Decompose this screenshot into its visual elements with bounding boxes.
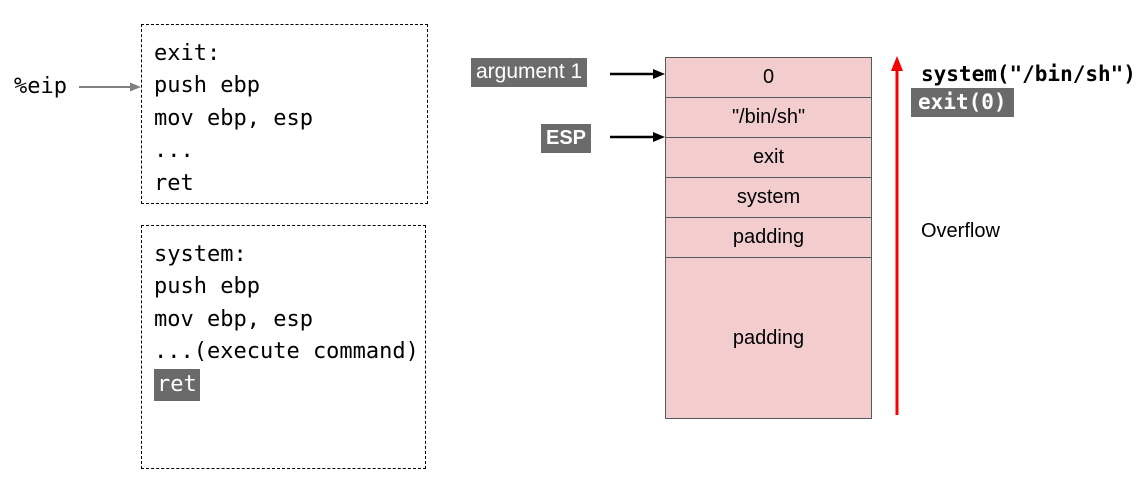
stack-cell-binsh: "/bin/sh" [666,98,871,138]
stack-cell-exit: exit [666,138,871,178]
esp-register-label: ESP [541,124,592,153]
code-line-exit-label: exit: [154,41,221,66]
eip-arrow [79,82,141,92]
highlighted-ret-instruction: ret [154,368,200,402]
code-line-execute-command: ...(execute command) [154,339,419,365]
code-line-mov-ebp-esp: mov ebp, esp [154,306,313,332]
argument1-label: argument 1 [471,58,588,87]
overflow-label: Overflow [921,220,1000,242]
overflow-arrow [891,56,903,415]
code-line-push-ebp: push ebp [154,73,260,99]
code-line-ret-highlighted: ret [154,368,425,402]
stack-cell-zero: 0 [666,58,871,98]
code-line-push-ebp: push ebp [154,274,260,300]
code-line-ret: ret [154,170,194,196]
eip-register-label: %eip [14,74,67,99]
code-line-mov-ebp-esp: mov ebp, esp [154,105,313,131]
system-function-code-box: system: push ebp mov ebp, esp ...(execut… [141,225,426,469]
exit-function-code-box: exit: push ebp mov ebp, esp ... ret [141,24,428,204]
stack-cell-padding-large: padding [666,258,871,418]
esp-arrow [610,132,665,142]
stack-memory: 0 "/bin/sh" exit system padding padding [665,57,872,419]
stack-cell-padding: padding [666,218,871,258]
argument1-arrow [610,69,665,79]
code-line-ellipsis: ... [154,138,194,164]
code-line-system-label: system: [154,242,247,267]
system-call-annotation: system("/bin/sh") [921,62,1136,86]
stack-cell-system: system [666,178,871,218]
exit-call-annotation: exit(0) [911,88,1014,117]
